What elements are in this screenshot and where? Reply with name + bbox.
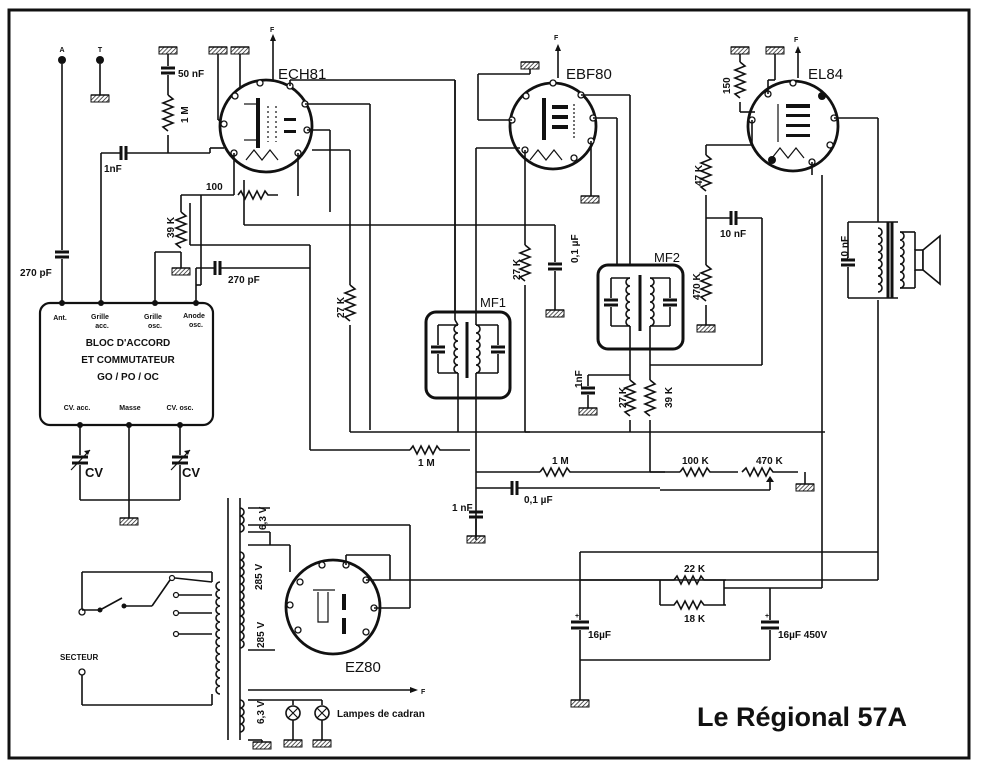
frame-border bbox=[7, 8, 971, 760]
variable-capacitor-osc: CV bbox=[170, 425, 200, 500]
ebf80-tube: F EBF80 bbox=[508, 35, 612, 171]
svg-text:Anode: Anode bbox=[183, 313, 205, 320]
ech81-wiring: 100 39 K 270 pF 27 K 1 M bbox=[154, 79, 555, 469]
svg-text:Grille: Grille bbox=[144, 314, 162, 321]
svg-text:T: T bbox=[98, 47, 103, 54]
ez80-label: EZ80 bbox=[345, 659, 381, 676]
diagram-title: Le Régional 57A bbox=[697, 702, 907, 732]
svg-text:acc.: acc. bbox=[95, 323, 109, 330]
svg-text:F: F bbox=[794, 37, 799, 44]
svg-text:+: + bbox=[765, 613, 769, 620]
svg-text:39 K: 39 K bbox=[166, 216, 177, 238]
svg-text:16µF 450V: 16µF 450V bbox=[778, 630, 827, 641]
svg-text:18 K: 18 K bbox=[684, 614, 706, 625]
mains-switch bbox=[99, 597, 123, 611]
svg-text:MF1: MF1 bbox=[480, 295, 506, 310]
svg-text:39 K: 39 K bbox=[664, 386, 675, 408]
svg-text:27 K: 27 K bbox=[336, 296, 347, 318]
svg-text:1 nF: 1 nF bbox=[452, 503, 473, 514]
power-transformer: 6,3 V 285 V 285 V 6,3 V bbox=[215, 498, 291, 750]
svg-text:F: F bbox=[421, 689, 426, 696]
svg-text:0,1 µF: 0,1 µF bbox=[524, 495, 553, 506]
dial-lamps: Lampes de cadran bbox=[262, 699, 425, 748]
svg-text:0,1 µF: 0,1 µF bbox=[570, 234, 581, 263]
svg-text:F: F bbox=[270, 27, 275, 34]
mf2-transformer: MF2 bbox=[596, 175, 685, 375]
svg-text:27 K: 27 K bbox=[618, 386, 629, 408]
block-title-line1: BLOC D'ACCORD bbox=[86, 338, 171, 349]
antenna-terminal: A 270 pF bbox=[20, 47, 69, 303]
svg-text:1 M: 1 M bbox=[180, 106, 191, 123]
svg-text:6,3 V: 6,3 V bbox=[258, 506, 269, 530]
svg-text:50 nF: 50 nF bbox=[178, 69, 204, 80]
svg-text:1 M: 1 M bbox=[418, 458, 435, 469]
svg-text:Masse: Masse bbox=[119, 405, 141, 412]
svg-text:MF2: MF2 bbox=[654, 250, 680, 265]
block-title-line2: ET COMMUTATEUR bbox=[81, 355, 175, 366]
mf1-transformer: MF1 bbox=[424, 148, 512, 540]
svg-text:CV. osc.: CV. osc. bbox=[167, 405, 194, 412]
svg-text:22 K: 22 K bbox=[684, 564, 706, 575]
svg-text:100 K: 100 K bbox=[682, 456, 709, 467]
svg-text:CV: CV bbox=[85, 465, 103, 480]
svg-text:470 K: 470 K bbox=[692, 273, 703, 300]
svg-text:47 K: 47 K bbox=[694, 164, 705, 186]
svg-text:16µF: 16µF bbox=[588, 630, 611, 641]
el84-tube: F EL84 bbox=[730, 37, 843, 173]
lamps-label: Lampes de cadran bbox=[337, 709, 425, 720]
svg-text:SECTEUR: SECTEUR bbox=[60, 653, 98, 662]
label-270pf-antenna: 270 pF bbox=[20, 268, 52, 279]
svg-text:A: A bbox=[59, 47, 64, 54]
el84-label: EL84 bbox=[808, 66, 843, 83]
tuning-block: Ant. Grille acc. Grille osc. Anode osc. … bbox=[38, 300, 215, 428]
mains-input: SECTEUR bbox=[60, 571, 213, 706]
ech81-input-network: 50 nF 1 M 1nF bbox=[100, 46, 250, 303]
filter-network: + 16µF 22 K 18 K + 16µF 450V bbox=[570, 551, 878, 708]
ech81-label: ECH81 bbox=[278, 66, 326, 83]
svg-text:6,3 V: 6,3 V bbox=[256, 700, 267, 724]
ez80-tube: EZ80 bbox=[284, 558, 382, 676]
detector-network: 1nF 27 K 39 K bbox=[525, 223, 825, 472]
svg-text:osc.: osc. bbox=[189, 322, 203, 329]
svg-text:1nF: 1nF bbox=[574, 370, 585, 388]
svg-text:100: 100 bbox=[206, 182, 223, 193]
svg-text:285 V: 285 V bbox=[254, 564, 265, 590]
volume-network: 1 M 100 K 470 K 0,1 µF 1 nF bbox=[452, 456, 815, 544]
speaker-icon bbox=[914, 249, 924, 271]
ebf80-label: EBF80 bbox=[566, 66, 612, 83]
svg-text:1 M: 1 M bbox=[552, 456, 569, 467]
svg-text:CV: CV bbox=[182, 465, 200, 480]
ebf80-wiring: 27 K 0,1 µF bbox=[454, 69, 631, 432]
svg-text:Grille: Grille bbox=[91, 314, 109, 321]
svg-text:270 pF: 270 pF bbox=[228, 275, 260, 286]
svg-text:27 K: 27 K bbox=[512, 258, 523, 280]
svg-text:CV. acc.: CV. acc. bbox=[64, 405, 91, 412]
svg-text:F: F bbox=[554, 35, 559, 42]
svg-text:1nF: 1nF bbox=[104, 164, 122, 175]
svg-text:+: + bbox=[575, 613, 579, 620]
svg-text:Ant.: Ant. bbox=[53, 315, 67, 322]
svg-text:285 V: 285 V bbox=[256, 622, 267, 648]
svg-text:150: 150 bbox=[722, 77, 733, 94]
svg-text:470 K: 470 K bbox=[756, 456, 783, 467]
svg-text:10 nF: 10 nF bbox=[720, 229, 746, 240]
ech81-tube: F ECH81 bbox=[218, 27, 326, 174]
block-title-line3: GO / PO / OC bbox=[97, 372, 159, 383]
svg-text:10 nF: 10 nF bbox=[840, 236, 851, 262]
svg-text:osc.: osc. bbox=[148, 323, 162, 330]
el84-wiring: 150 47 K 10 nF 470 K bbox=[692, 54, 879, 588]
ground-terminal: T bbox=[90, 47, 110, 103]
output-transformer: 10 nF bbox=[840, 221, 941, 555]
block-ground-bus bbox=[80, 425, 180, 526]
variable-capacitor-acc: CV bbox=[70, 425, 103, 500]
